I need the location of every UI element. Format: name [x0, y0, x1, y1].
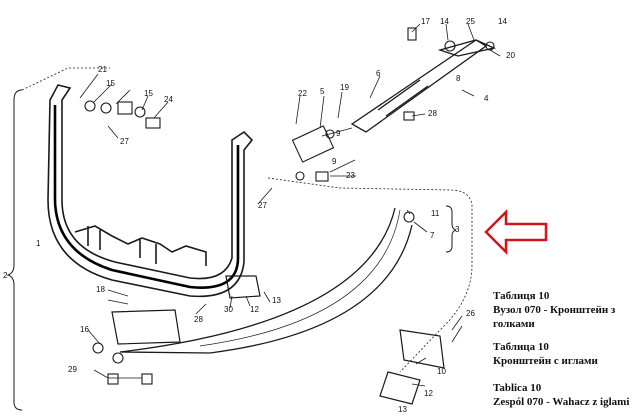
leader-bracket-3 [445, 205, 457, 253]
caption-russian-table: Таблица 10 [493, 341, 549, 353]
caption-russian: Таблица 10 Кронштейн с иглами [493, 340, 598, 368]
caption-ukrainian-title-cont: голками [493, 318, 535, 330]
part-label-2: 2 [3, 271, 8, 280]
part-label-30: 30 [224, 305, 233, 314]
part-label-1: 1 [36, 239, 41, 248]
dotted-boundary [21, 67, 473, 373]
caption-polish-table: Tablica 10 [493, 382, 542, 394]
part-label-7: 7 [430, 231, 435, 240]
part-label-21: 21 [98, 65, 107, 74]
part-label-15-upper: 15 [106, 79, 115, 88]
spring-rod-8 [350, 39, 497, 133]
callout-arrow [484, 208, 548, 256]
part-label-13-right: 13 [398, 405, 407, 414]
caption-russian-title: Кронштейн с иглами [493, 355, 598, 367]
part-label-27-lower: 27 [258, 201, 267, 210]
part-label-19: 19 [340, 83, 349, 92]
long-needle [119, 207, 413, 354]
part-label-27-upper: 27 [120, 137, 129, 146]
part-label-25: 25 [466, 17, 475, 26]
part-label-26: 26 [466, 309, 475, 318]
part-label-10: 10 [437, 367, 446, 376]
part-label-8: 8 [456, 74, 461, 83]
part-label-9-upper: 9 [336, 129, 341, 138]
part-label-13-left: 13 [272, 296, 281, 305]
part-label-12-left: 12 [250, 305, 259, 314]
part-label-5: 5 [320, 87, 325, 96]
outer-bracket-2 [6, 89, 23, 411]
part-label-4: 4 [484, 94, 489, 103]
part-label-17: 17 [421, 17, 430, 26]
part-label-14-right: 14 [498, 17, 507, 26]
part-label-22: 22 [298, 89, 307, 98]
caption-ukrainian-title: Вузол 070 - Кронштейн з [493, 304, 616, 316]
part-label-18: 18 [96, 285, 105, 294]
part-label-6: 6 [376, 69, 381, 78]
caption-ukrainian: Таблиця 10 Вузол 070 - Кронштейн з голка… [493, 289, 615, 331]
part-label-20: 20 [506, 51, 515, 60]
part-label-28-lower: 28 [194, 315, 203, 324]
part-label-12-right: 12 [424, 389, 433, 398]
hardware-parts [84, 27, 495, 385]
part-label-23: 23 [346, 171, 355, 180]
caption-polish: Tablica 10 Zespól 070 - Wahacz z iglami [493, 381, 629, 409]
part-label-15-lower: 15 [144, 89, 153, 98]
part-label-24: 24 [164, 95, 173, 104]
part-label-29: 29 [68, 365, 77, 374]
part-label-9-lower: 9 [332, 157, 337, 166]
part-label-11: 11 [431, 209, 440, 218]
main-arm-1 [47, 84, 254, 298]
caption-ukrainian-table: Таблиця 10 [493, 290, 550, 302]
part-label-16: 16 [80, 325, 89, 334]
clamp-plate [111, 275, 445, 405]
part-label-3: 3 [455, 225, 460, 234]
caption-polish-title: Zespól 070 - Wahacz z iglami [493, 396, 630, 408]
leader-lines [79, 23, 501, 387]
part-label-28-upper: 28 [428, 109, 437, 118]
part-label-14-left: 14 [440, 17, 449, 26]
